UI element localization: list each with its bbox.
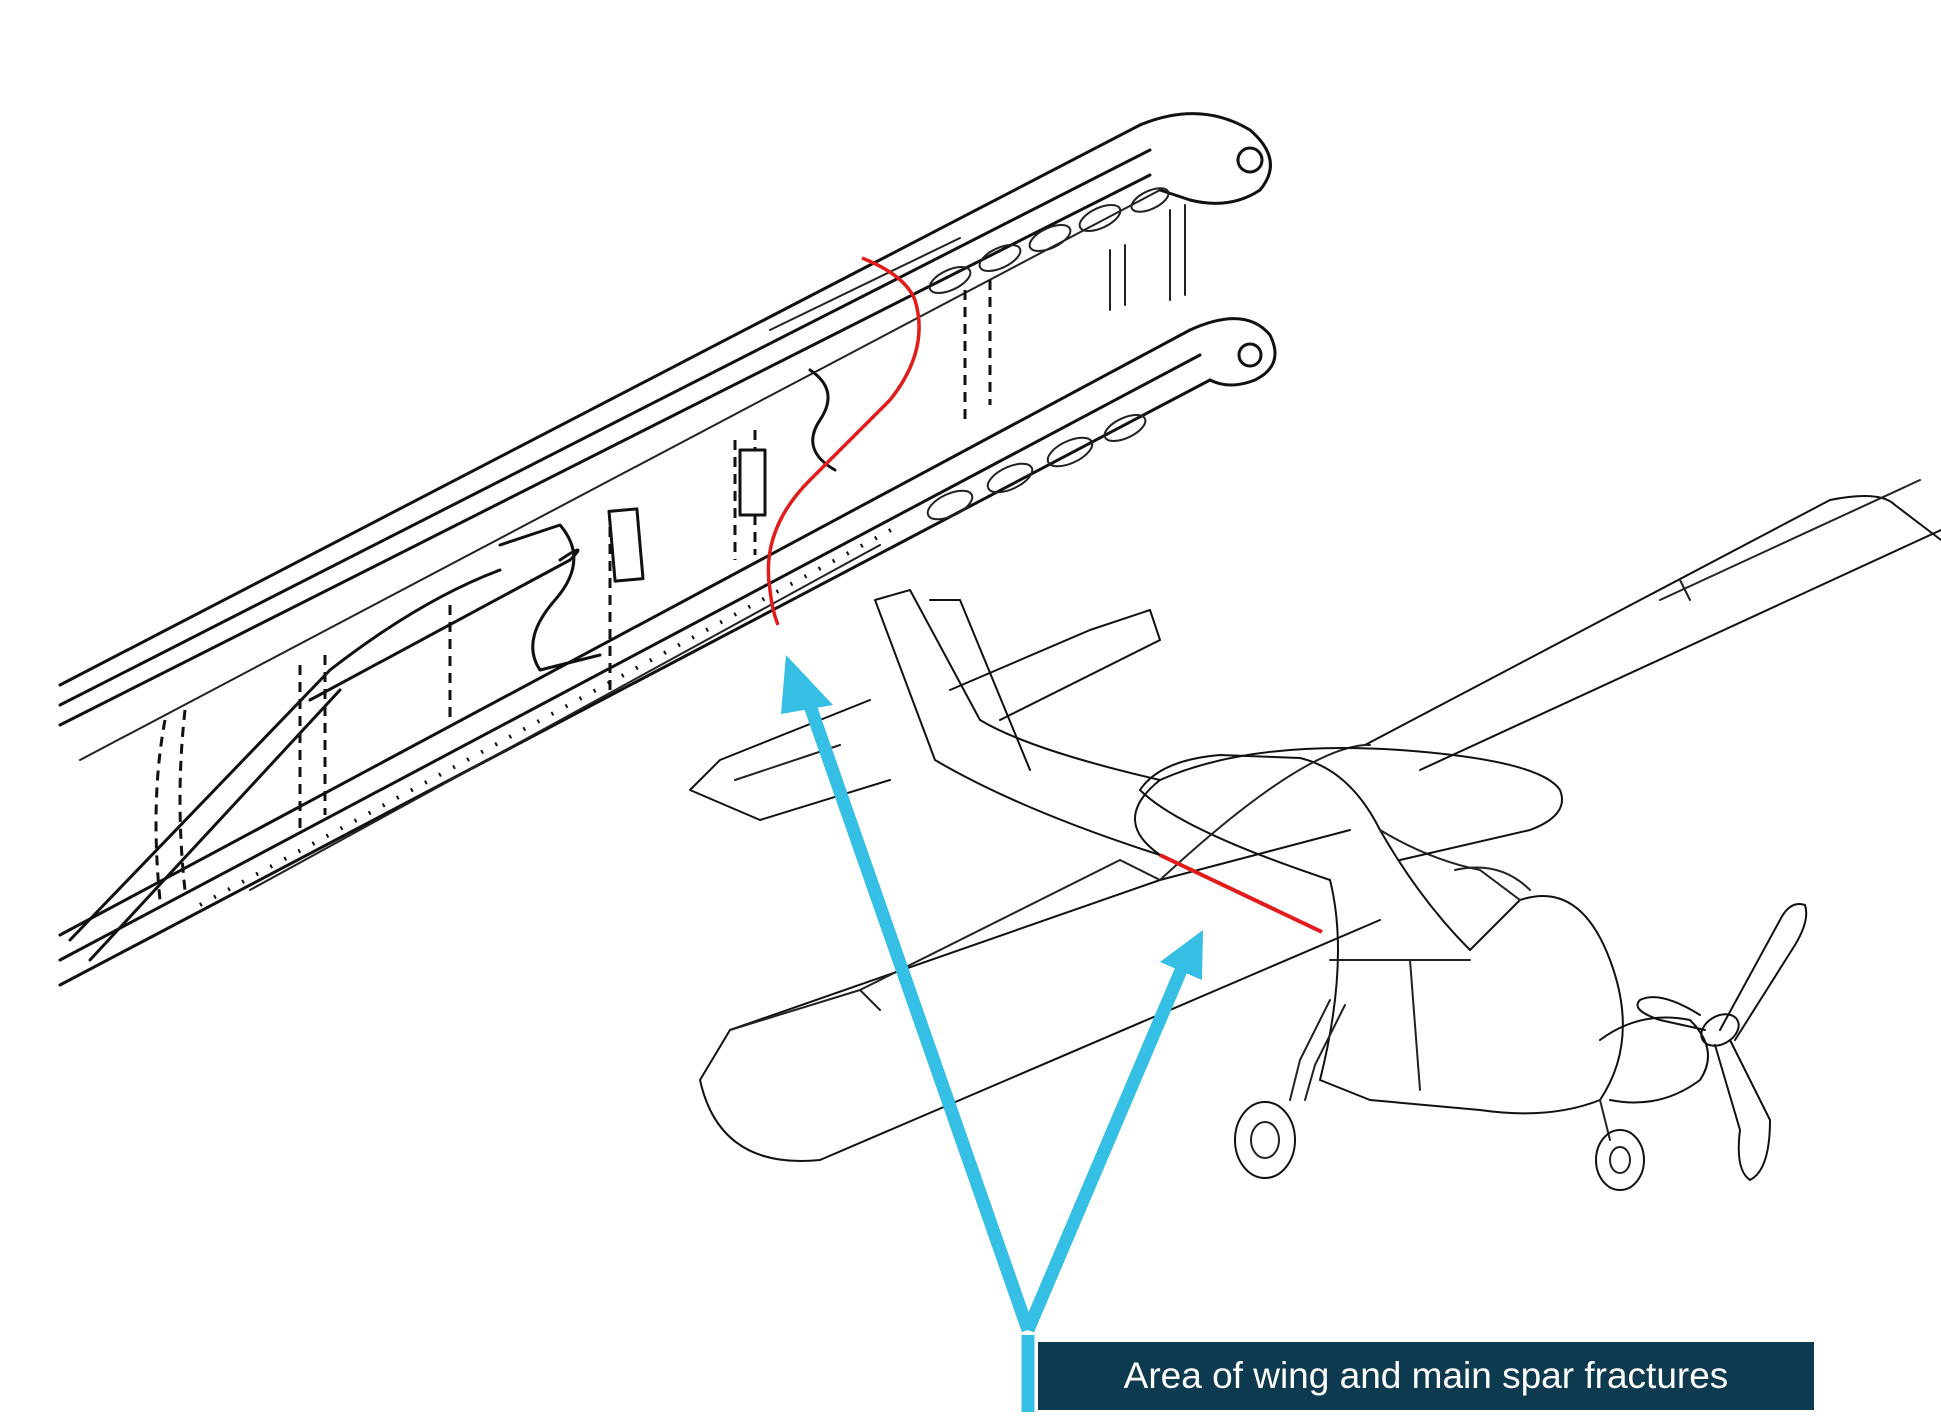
pointer-arrow-to-wing <box>1022 965 1188 1333</box>
caption-label: Area of wing and main spar fractures <box>1123 1355 1729 1396</box>
wing-fracture-line <box>1159 853 1323 934</box>
pointer-arrows <box>801 697 1188 1412</box>
pointer-arrowhead-wing-icon <box>1160 930 1203 980</box>
aircraft-drawing-icon <box>689 479 1941 1191</box>
wing-spar-detail-icon <box>58 112 1277 987</box>
caption-background <box>1038 1342 1814 1410</box>
pointer-arrow-to-spar <box>801 697 1035 1333</box>
spar-fracture-line <box>766 256 921 626</box>
pointer-arrowhead-spar-icon <box>781 655 833 714</box>
